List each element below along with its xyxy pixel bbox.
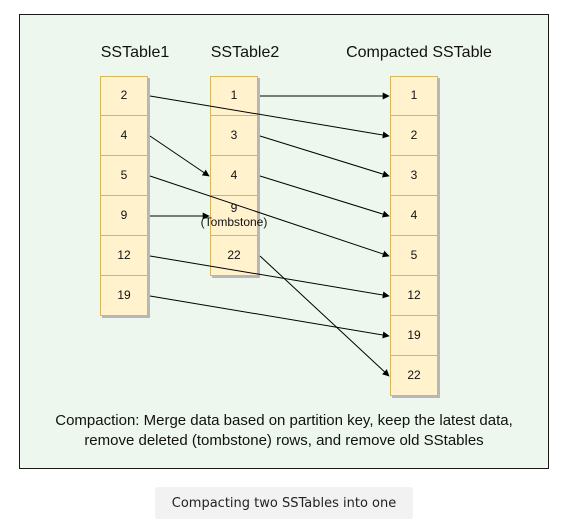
caption-line-1: Compaction: Merge data based on partitio…: [55, 412, 513, 429]
sstable2-title: SSTable2: [210, 44, 280, 61]
compacted-cell-5: 12: [390, 276, 438, 316]
compacted-cell-label: 12: [407, 287, 421, 302]
compacted-cell-7: 22: [390, 356, 438, 396]
compacted-cell-1: 2: [390, 116, 438, 156]
compacted-cell-6: 19: [390, 316, 438, 356]
sstable1-cell-3: 9: [100, 196, 148, 236]
sstable2-column: 1 3 4 9 (Tombstone) 22: [201, 76, 267, 276]
sstable2-cell-3: 9 (Tombstone): [201, 196, 267, 236]
sstable1-cell-0: 2: [100, 76, 148, 116]
sstable1-cell-2: 5: [100, 156, 148, 196]
sstable1-cell-1: 4: [100, 116, 148, 156]
diagram-frame: [19, 14, 549, 469]
sstable1-column: 2 4 5 9 12 19: [100, 76, 148, 316]
compaction-caption: Compaction: Merge data based on partitio…: [24, 411, 544, 452]
sstable1-cell-label: 9: [120, 207, 128, 222]
compacted-cell-2: 3: [390, 156, 438, 196]
sstable2-cell-4: 22: [210, 236, 258, 276]
sstable2-cell-label: 9 (Tombstone): [200, 200, 268, 229]
sstable2-cell-label: 3: [230, 127, 238, 142]
sstable2-cell-label: 22: [227, 247, 241, 262]
compacted-cell-3: 4: [390, 196, 438, 236]
figure-caption: Compacting two SSTables into one: [155, 487, 413, 519]
compacted-sstable-title: Compacted SSTable: [346, 44, 492, 61]
sstable2-cell-2: 4: [210, 156, 258, 196]
compacted-cell-4: 5: [390, 236, 438, 276]
compacted-cell-label: 2: [410, 127, 418, 142]
sstable1-cell-label: 2: [120, 88, 128, 103]
sstable1-cell-label: 4: [120, 127, 128, 142]
compacted-cell-0: 1: [390, 76, 438, 116]
sstable2-cell-1: 3: [210, 116, 258, 156]
compacted-cell-label: 4: [410, 207, 418, 222]
sstable1-cell-4: 12: [100, 236, 148, 276]
compacted-cell-label: 19: [407, 327, 421, 342]
sstable1-title: SSTable1: [100, 44, 170, 61]
sstable1-cell-label: 5: [120, 167, 128, 182]
sstable1-cell-label: 19: [117, 287, 131, 302]
caption-line-2: remove deleted (tombstone) rows, and rem…: [84, 432, 484, 450]
compacted-cell-label: 1: [410, 88, 418, 103]
compacted-cell-label: 22: [407, 367, 421, 382]
compacted-cell-label: 3: [410, 167, 418, 182]
compacted-cell-label: 5: [410, 247, 418, 262]
sstable2-cell-0: 1: [210, 76, 258, 116]
sstable1-cell-label: 12: [117, 247, 131, 262]
sstable2-cell-label: 1: [230, 88, 238, 103]
sstable2-cell-label: 4: [230, 167, 238, 182]
sstable1-cell-5: 19: [100, 276, 148, 316]
